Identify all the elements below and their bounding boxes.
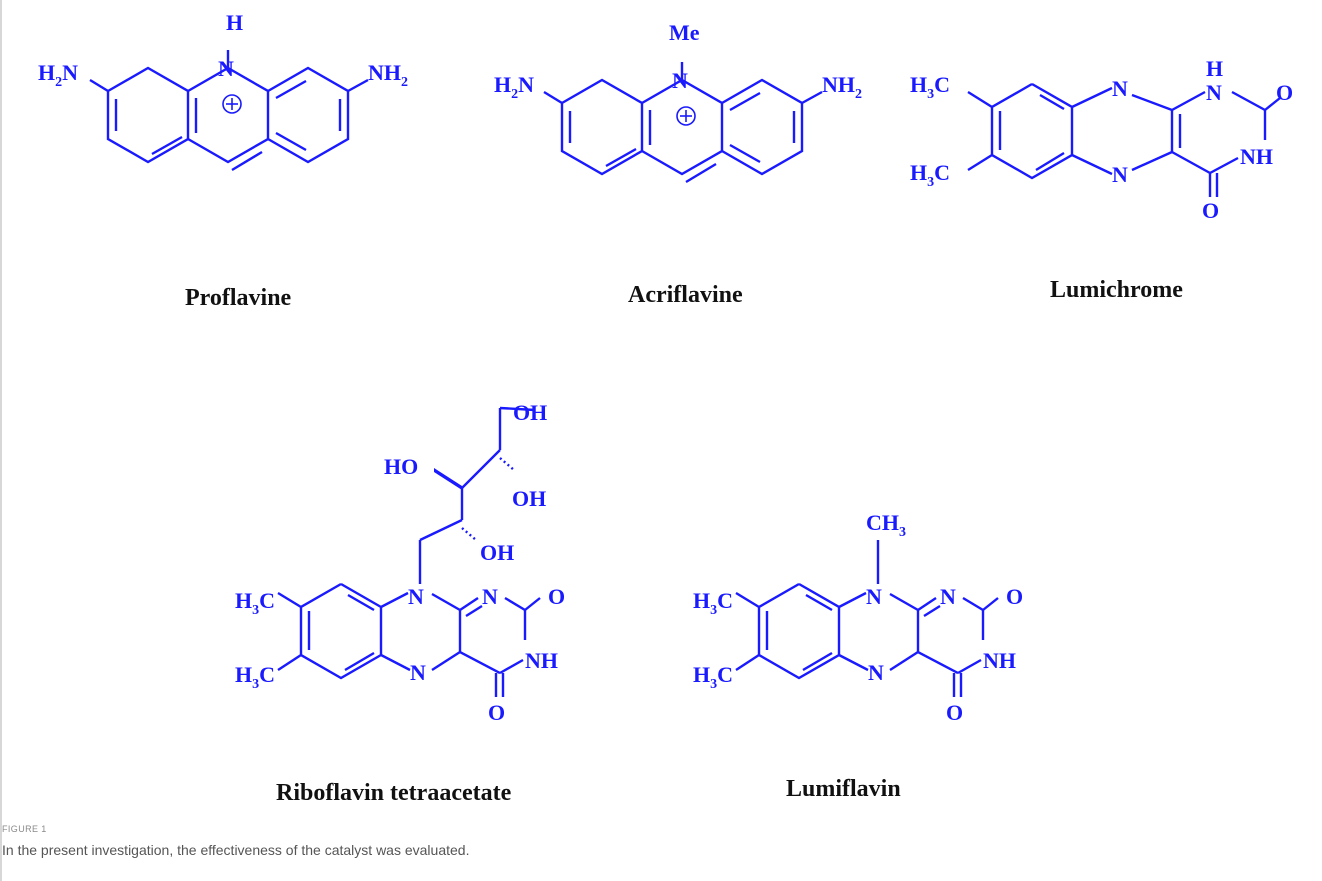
structure-proflavine	[89, 50, 369, 172]
figure-structures: H N H2N NH2 Proflavine Me N	[38, 10, 1293, 806]
svg-text:N: N	[408, 584, 424, 609]
atoms-proflavine: H N H2N NH2	[38, 10, 408, 90]
atom-h: H	[226, 10, 243, 35]
svg-text:H2N: H2N	[494, 72, 534, 102]
compound-name-lumiflavin: Lumiflavin	[786, 776, 901, 802]
atoms-acriflavine: Me N H2N NH2	[494, 20, 862, 102]
svg-text:N: N	[482, 584, 498, 609]
svg-text:NH: NH	[983, 648, 1016, 673]
svg-text:H: H	[1206, 56, 1223, 81]
svg-text:O: O	[1276, 80, 1293, 105]
svg-text:NH2: NH2	[368, 60, 408, 90]
svg-text:NH2: NH2	[822, 72, 862, 102]
figure-caption: In the present investigation, the effect…	[2, 842, 470, 858]
svg-text:O: O	[946, 700, 963, 725]
svg-text:H3C: H3C	[235, 588, 275, 618]
structure-lumiflavin	[735, 540, 999, 697]
svg-text:OH: OH	[480, 540, 514, 565]
svg-text:O: O	[1006, 584, 1023, 609]
structure-riboflavin-tetraacetate	[277, 406, 541, 697]
svg-text:N: N	[672, 68, 688, 93]
svg-text:CH3: CH3	[866, 510, 906, 540]
svg-text:H3C: H3C	[693, 662, 733, 692]
svg-text:O: O	[548, 584, 565, 609]
structure-acriflavine	[543, 62, 823, 184]
compound-name-riboflavin-tetraacetate: Riboflavin tetraacetate	[276, 780, 512, 806]
compound-name-proflavine: Proflavine	[185, 285, 292, 311]
compound-name-acriflavine: Acriflavine	[628, 282, 743, 308]
svg-text:H3C: H3C	[235, 662, 275, 692]
atoms-riboflavin-tetraacetate: OH HO OH OH N N O NH N O H3C H3C	[235, 400, 565, 725]
atoms-lumichrome: N N H N O NH O H3C H3C	[910, 56, 1293, 223]
svg-text:H3C: H3C	[910, 160, 950, 190]
svg-text:H3C: H3C	[910, 72, 950, 102]
figure-label: FIGURE 1	[2, 824, 47, 834]
svg-text:N: N	[410, 660, 426, 685]
svg-text:NH: NH	[1240, 144, 1273, 169]
svg-text:N: N	[1206, 80, 1222, 105]
svg-text:OH: OH	[513, 400, 547, 425]
svg-text:O: O	[488, 700, 505, 725]
svg-text:OH: OH	[512, 486, 546, 511]
svg-text:N: N	[1112, 76, 1128, 101]
svg-text:N: N	[868, 660, 884, 685]
svg-text:O: O	[1202, 198, 1219, 223]
compound-name-lumichrome: Lumichrome	[1050, 277, 1183, 303]
svg-text:N: N	[866, 584, 882, 609]
atom-n: N	[218, 56, 234, 81]
svg-text:NH: NH	[525, 648, 558, 673]
svg-text:H3C: H3C	[693, 588, 733, 618]
structure-lumichrome	[967, 82, 1281, 197]
svg-text:Me: Me	[669, 20, 700, 45]
svg-text:H2N: H2N	[38, 60, 78, 90]
svg-text:N: N	[940, 584, 956, 609]
atoms-lumiflavin: CH3 N N O NH N O H3C H3C	[693, 510, 1023, 725]
left-border	[0, 0, 2, 881]
svg-text:HO: HO	[384, 454, 418, 479]
svg-text:N: N	[1112, 162, 1128, 187]
